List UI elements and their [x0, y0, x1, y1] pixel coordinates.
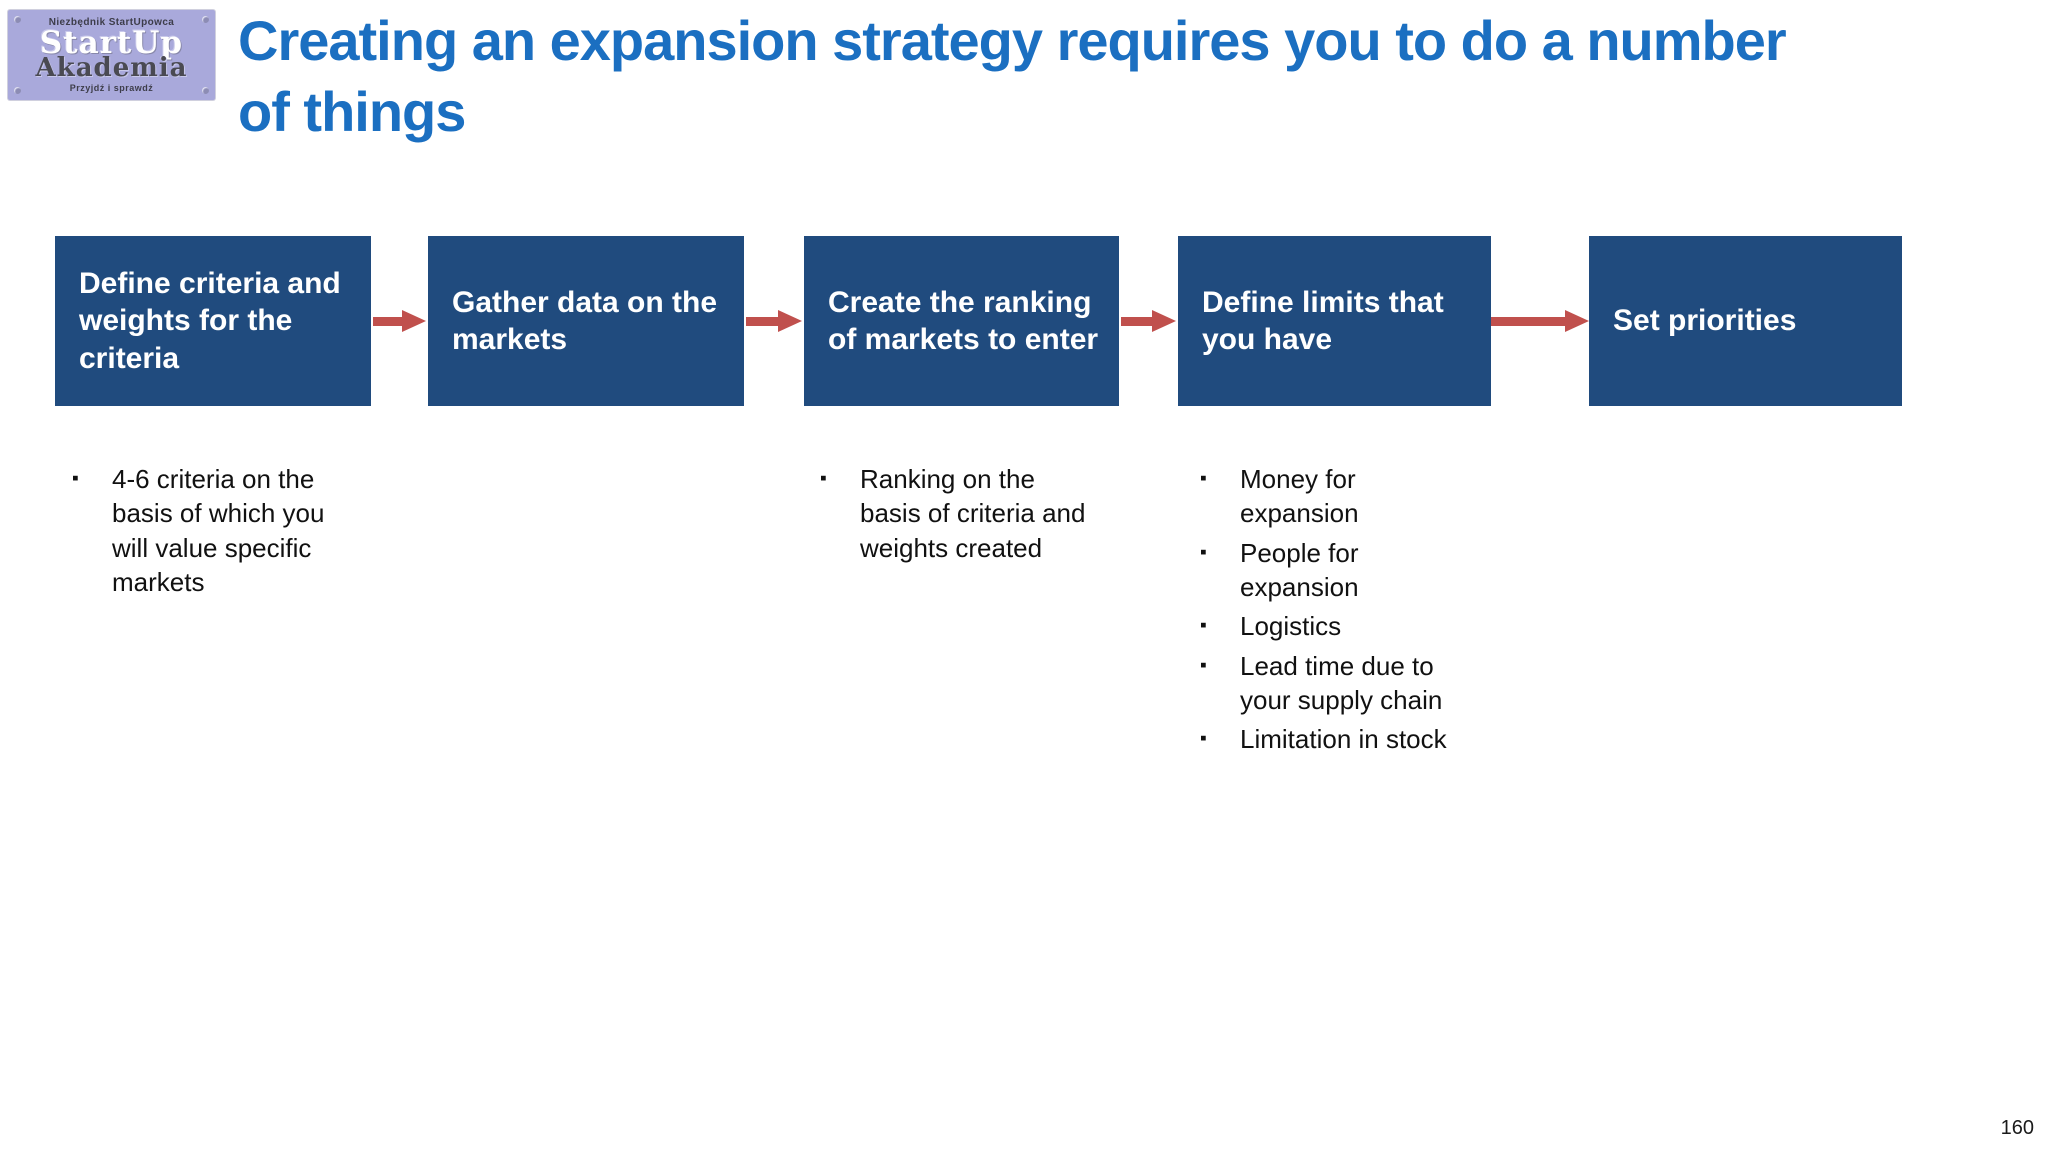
logo-name-line1: StartUp	[39, 24, 184, 61]
arrow-head	[402, 310, 426, 332]
arrow-head	[778, 310, 802, 332]
screw-icon	[14, 16, 21, 23]
startup-akademia-logo: Niezbędnik StartUpowca StartUp Akademia …	[8, 10, 215, 100]
list-item: ▪ Lead time due to your supply chain	[1200, 649, 1515, 718]
logo-name-line2: Akademia	[35, 53, 188, 84]
list-item: ▪ 4-6 criteria on the basis of which you…	[72, 462, 362, 599]
bullet-square-icon: ▪	[1200, 541, 1207, 563]
screw-icon	[202, 87, 209, 94]
list-item-text: Ranking on the basis of criteria and wei…	[860, 464, 1086, 563]
bullet-square-icon: ▪	[1200, 615, 1207, 637]
process-step-box-5: Set priorities	[1589, 236, 1902, 406]
screw-icon	[14, 87, 21, 94]
page-number: 160	[2000, 1117, 2034, 1139]
step-label: Create the ranking of markets to enter	[828, 285, 1099, 357]
process-step-box-1: Define criteria and weights for the crit…	[55, 236, 371, 406]
list-item-text: People for expansion	[1240, 537, 1359, 602]
step3-bullet-list: ▪ Ranking on the basis of criteria and w…	[820, 462, 1120, 570]
arrow-shaft	[746, 316, 778, 326]
process-step-box-2: Gather data on the markets	[428, 236, 744, 406]
arrow-right-icon	[1491, 310, 1589, 332]
arrow-shaft	[373, 316, 402, 326]
list-item-text: Logistics	[1240, 611, 1342, 642]
bullet-square-icon: ▪	[1200, 468, 1207, 489]
process-step-box-4: Define limits that you have	[1178, 236, 1491, 406]
arrow-right-icon	[373, 310, 426, 332]
bullet-square-icon: ▪	[1200, 728, 1207, 750]
step-label: Define criteria and weights for the crit…	[79, 266, 341, 375]
arrow-right-icon	[1121, 310, 1176, 332]
list-item: ▪ Limitation in stock	[1200, 722, 1515, 756]
slide-title: Creating an expansion strategy requires …	[238, 9, 1787, 143]
arrow-shaft	[1121, 316, 1152, 326]
arrow-right-icon	[746, 310, 802, 332]
list-item: ▪ People for expansion	[1200, 536, 1515, 605]
arrow-head	[1565, 310, 1589, 332]
step-label: Gather data on the markets	[452, 285, 718, 357]
list-item-text: 4-6 criteria on the basis of which you w…	[112, 464, 325, 597]
list-item-text: Money for expansion	[1240, 464, 1359, 529]
list-item-text: Limitation in stock	[1240, 724, 1447, 755]
step4-bullet-list: ▪ Money for expansion ▪ People for expan…	[1200, 462, 1515, 762]
logo-tagline-top: Niezbędnik StartUpowca	[48, 16, 175, 28]
step1-bullet-list: ▪ 4-6 criteria on the basis of which you…	[72, 462, 362, 604]
process-step-box-3: Create the ranking of markets to enter	[804, 236, 1119, 406]
list-item: ▪ Logistics	[1200, 609, 1515, 643]
arrow-head	[1152, 310, 1176, 332]
list-item-text: Lead time due to your supply chain	[1240, 650, 1443, 715]
bullet-square-icon: ▪	[820, 468, 827, 489]
arrow-shaft	[1491, 316, 1565, 326]
bullet-square-icon: ▪	[1200, 654, 1207, 676]
bullet-square-icon: ▪	[72, 468, 79, 489]
logo-tagline-bottom: Przyjdź i sprawdź	[69, 83, 154, 94]
step-label: Define limits that you have	[1202, 285, 1444, 357]
list-item: ▪ Ranking on the basis of criteria and w…	[820, 462, 1120, 565]
list-item: ▪ Money for expansion	[1200, 462, 1515, 531]
step-label: Set priorities	[1613, 304, 1797, 338]
screw-icon	[202, 16, 209, 23]
